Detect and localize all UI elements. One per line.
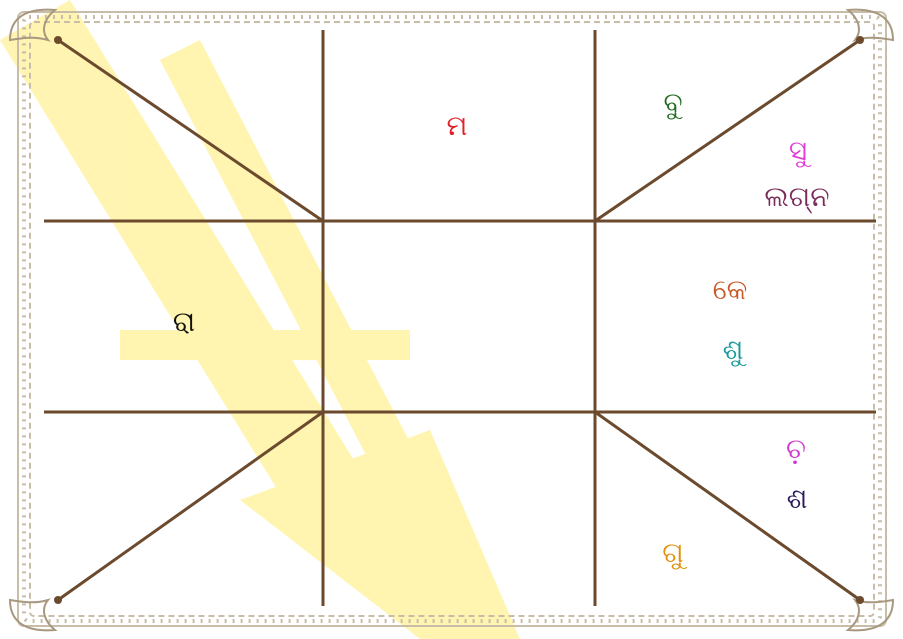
planet-label-sha: ଶ — [787, 485, 808, 513]
planet-label-chan: ଚ଼ — [786, 435, 806, 463]
diagonal-bottom-right — [595, 412, 860, 600]
watermark-stroke-2 — [120, 330, 410, 360]
lagna-label: ଲଗ୍ନ — [764, 183, 829, 211]
watermark — [0, 0, 520, 639]
planet-label-ke: କେ — [713, 276, 748, 304]
planet-label-bu: ବୁ — [663, 89, 682, 117]
planet-label-su: ସୁ — [789, 137, 807, 165]
planet-label-ma: ମ — [447, 112, 468, 140]
planet-label-ra: ରା — [173, 308, 195, 336]
planet-label-shu: ଶୁ — [723, 336, 744, 364]
planet-label-gu: ଗୁ — [662, 539, 684, 567]
